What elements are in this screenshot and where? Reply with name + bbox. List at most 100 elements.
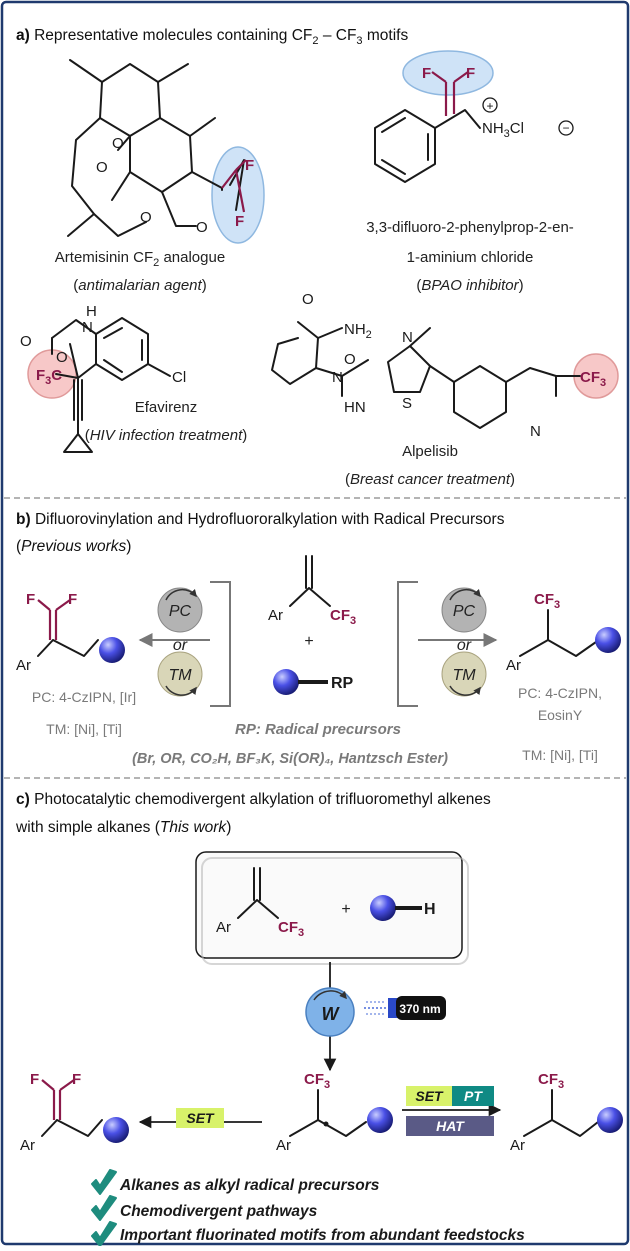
- atom-h: H: [86, 303, 97, 320]
- atom-f: F: [245, 157, 254, 174]
- alkyl-sphere: [273, 669, 299, 695]
- cf3-label: F3C: [36, 367, 62, 387]
- atom-ar: Ar: [216, 919, 231, 936]
- alkyl-sphere: [367, 1107, 393, 1133]
- plus-sign: +: [304, 633, 313, 650]
- tm-catalyst-right: [441, 651, 487, 697]
- cf3-label: CF3: [278, 919, 304, 939]
- radical-precursor: RP: [273, 669, 354, 695]
- atom-f: F: [466, 65, 475, 82]
- bpao-use: (BPAO inhibitor): [416, 277, 523, 294]
- bpao-label-line2: 1-aminium chloride: [407, 249, 534, 266]
- atom-o: O: [20, 333, 32, 350]
- alkyl-sphere: [595, 627, 621, 653]
- atom-f: F: [422, 65, 431, 82]
- cf3-label: CF3: [304, 1071, 330, 1091]
- atom-n: N: [332, 369, 343, 386]
- trifluoromethyl-alkene-c: Ar CF3: [216, 867, 304, 939]
- atom-ar: Ar: [506, 657, 521, 674]
- feature-item: Important fluorinated motifs from abunda…: [120, 1227, 525, 1244]
- or-label-left: or: [173, 637, 188, 654]
- or-label-right: or: [457, 637, 472, 654]
- light-wavelength: 370 nm: [399, 1002, 440, 1016]
- alpelisib-label: Alpelisib: [402, 443, 458, 460]
- light-source: 370 nm: [364, 996, 446, 1020]
- feature-item: Chemodivergent pathways: [120, 1203, 318, 1220]
- set-badge-left: [176, 1108, 224, 1128]
- cf3-label: CF3: [538, 1071, 564, 1091]
- minus-charge: −: [562, 121, 569, 135]
- right-tm-list: TM: [Ni], [Ti]: [522, 747, 598, 763]
- atom-f: F: [72, 1071, 81, 1088]
- alkyl-sphere: [103, 1117, 129, 1143]
- set-badge-right: [406, 1086, 452, 1106]
- atom-cl: Cl: [172, 369, 186, 386]
- efavirenz-use: (HIV infection treatment): [85, 427, 248, 444]
- atom-f: F: [30, 1071, 39, 1088]
- atom-f: F: [68, 591, 77, 608]
- panel-b-title: b) Difluorovinylation and Hydrofluororal…: [16, 511, 505, 528]
- set-label-right: SET: [415, 1088, 444, 1104]
- left-pc-list: PC: 4-CzIPN, [Ir]: [32, 689, 136, 705]
- artemisinin-label: Artemisinin CF2 analogue: [55, 249, 225, 269]
- hydroalkylated-product: CF3 Ar: [510, 1071, 623, 1154]
- atom-ar: Ar: [20, 1137, 35, 1154]
- left-product-difluoroalkene: F F Ar: [16, 591, 125, 674]
- right-product-hydroalkylated: CF3 Ar: [506, 591, 621, 674]
- atom-n: N: [402, 329, 413, 346]
- panel-b-subtitle: (Previous works): [16, 538, 131, 555]
- check-icon: [91, 1169, 117, 1195]
- rp-label: RP: [331, 675, 354, 692]
- atom-ar: Ar: [276, 1137, 291, 1154]
- feature-item: Alkanes as alkyl radical precursors: [119, 1177, 380, 1194]
- atom-o: O: [302, 291, 314, 308]
- hat-badge: [406, 1116, 494, 1136]
- hat-label: HAT: [436, 1118, 465, 1134]
- artemisinin-structure: O O O O F F: [67, 59, 265, 244]
- feature-list: Alkanes as alkyl radical precursors Chem…: [91, 1169, 525, 1247]
- pc-catalyst-left: [157, 587, 203, 633]
- trifluoromethyl-alkene: Ar CF3: [268, 555, 356, 627]
- atom-o: O: [344, 351, 356, 368]
- atom-o: O: [112, 135, 124, 152]
- atom-ar: Ar: [510, 1137, 525, 1154]
- alpelisib-structure: O NH2 O N HN N S N CF3: [271, 291, 619, 440]
- atom-n: N: [530, 423, 541, 440]
- cf3-label: CF3: [534, 591, 560, 611]
- rp-list: (Br, OR, CO₂H, BF₃K, Si(OR)₄, Hantzsch E…: [132, 751, 448, 767]
- pt-label: PT: [464, 1088, 483, 1104]
- bpao-structure: F F NH3Cl + −: [374, 50, 574, 183]
- right-pc-list-line2: EosinY: [538, 707, 583, 723]
- panel-b: b) Difluorovinylation and Hydrofluororal…: [16, 511, 621, 767]
- atom-o: O: [56, 349, 68, 366]
- alkyl-sphere: [370, 895, 396, 921]
- alkane-reactant: H: [370, 895, 436, 921]
- radical-intermediate: CF3 Ar: [276, 1071, 393, 1154]
- panel-c: c) Photocatalytic chemodivergent alkylat…: [15, 791, 623, 1247]
- alkyl-sphere: [597, 1107, 623, 1133]
- catalyst-label: W: [322, 1004, 341, 1024]
- difluoroalkene-product: F F Ar: [20, 1071, 129, 1154]
- atom-hn: HN: [344, 399, 366, 416]
- atom-o: O: [96, 159, 108, 176]
- bpao-label-line1: 3,3-difluoro-2-phenylprop-2-en-: [366, 219, 574, 236]
- set-label-left: SET: [186, 1110, 215, 1126]
- check-icon: [91, 1195, 117, 1221]
- plus-charge: +: [486, 99, 493, 113]
- artemisinin-use: (antimalarian agent): [73, 277, 206, 294]
- alpelisib-use: (Breast cancer treatment): [345, 471, 515, 488]
- efavirenz-label: Efavirenz: [135, 399, 198, 416]
- w-catalyst: [305, 987, 355, 1037]
- atom-f: F: [235, 213, 244, 230]
- panel-a: a) Representative molecules containing C…: [16, 27, 619, 488]
- ammonium-group: NH3Cl: [482, 120, 524, 140]
- atom-ar: Ar: [268, 607, 283, 624]
- cf3-label: CF3: [580, 369, 606, 389]
- atom-o: O: [196, 219, 208, 236]
- atom-h: H: [424, 901, 436, 918]
- efavirenz-structure: H N O O Cl F3C: [20, 303, 186, 453]
- tm-label-right: TM: [452, 667, 476, 684]
